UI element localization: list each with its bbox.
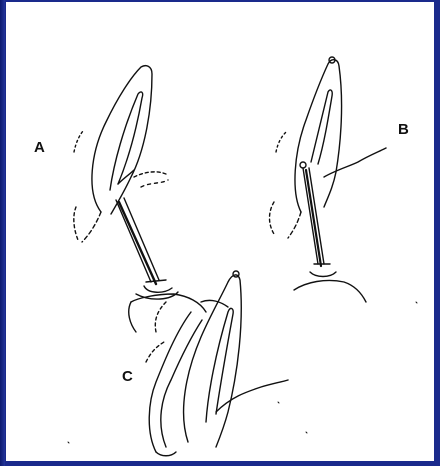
label-b: B (398, 121, 409, 138)
scan-specks (68, 302, 417, 443)
tooth-a (74, 66, 168, 242)
tooth-b (270, 57, 387, 238)
label-c: C (122, 368, 133, 385)
label-a: A (34, 139, 45, 156)
figure-panel: A B C (6, 2, 434, 461)
handpiece-a (116, 198, 206, 332)
instrument-b (294, 162, 366, 302)
tooth-c (146, 271, 288, 456)
left-accent-stripe (0, 0, 5, 466)
tooth-instrument-drawing (6, 2, 434, 461)
